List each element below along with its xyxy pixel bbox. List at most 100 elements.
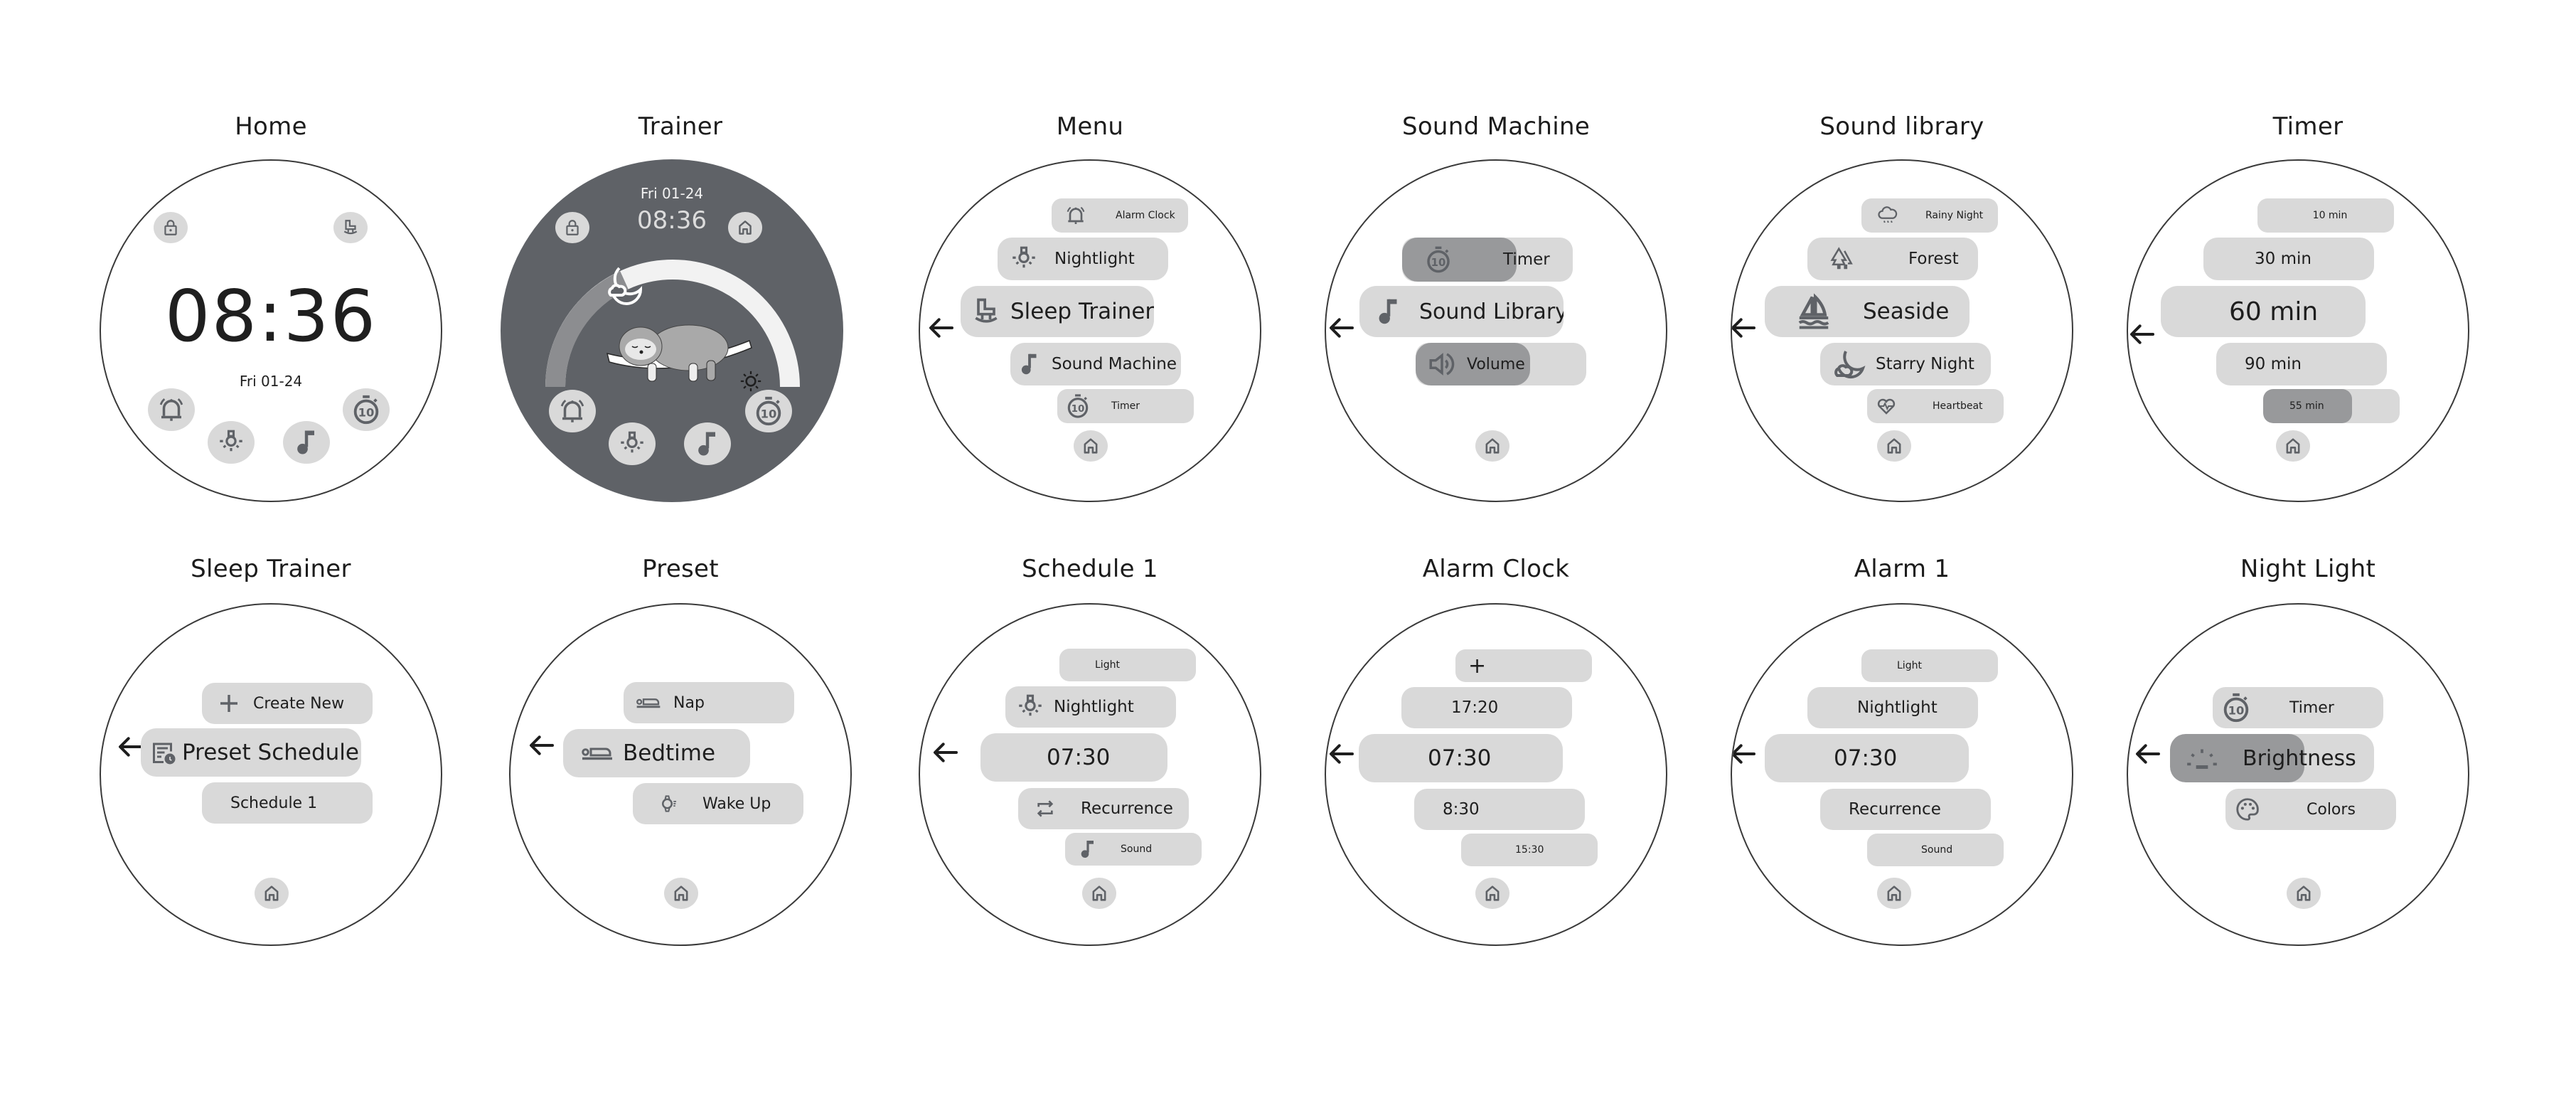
- screen-title: Night Light: [2240, 555, 2376, 583]
- schedule-sound[interactable]: Sound: [1065, 833, 1202, 866]
- nightlight-button[interactable]: [609, 422, 656, 465]
- schedule-nightlight[interactable]: Nightlight: [1005, 686, 1176, 728]
- timer-remaining-bar[interactable]: 55 min: [2263, 389, 2400, 423]
- palette-icon: [2234, 796, 2261, 823]
- home-button[interactable]: [255, 878, 289, 909]
- menu-item-sound-machine[interactable]: Sound Machine: [1010, 343, 1181, 385]
- timer-option-90[interactable]: 90 min: [2216, 343, 2387, 385]
- sound-item-heartbeat[interactable]: Heartbeat: [1867, 389, 2004, 423]
- sound-item-seaside[interactable]: Seaside: [1765, 286, 1970, 337]
- alarm-item-0730-selected[interactable]: 07:30: [1359, 734, 1563, 782]
- back-button[interactable]: [528, 731, 556, 757]
- brightness-slider[interactable]: Brightness: [2170, 734, 2374, 782]
- music-note-icon: [692, 428, 723, 459]
- nightlight-button[interactable]: [208, 421, 255, 464]
- schedule-1-button[interactable]: Schedule 1: [202, 782, 373, 824]
- alarm-time-selected[interactable]: 07:30: [1765, 734, 1969, 782]
- slider-fill: [1416, 343, 1530, 385]
- nightlight-timer[interactable]: Timer: [2213, 687, 2383, 728]
- schedule-recurrence[interactable]: Recurrence: [1018, 788, 1189, 829]
- screen-sleep-trainer: Sleep Trainer Create New Preset Schedule…: [72, 549, 470, 969]
- home-button[interactable]: [728, 212, 762, 243]
- sound-item-starry-night[interactable]: Starry Night: [1820, 343, 1991, 385]
- music-note-icon: [1372, 295, 1405, 328]
- menu-item-nightlight[interactable]: Nightlight: [998, 238, 1168, 280]
- nightlight-colors[interactable]: Colors: [2225, 789, 2396, 830]
- timer-slider[interactable]: Timer: [1402, 238, 1573, 282]
- preset-wake-up[interactable]: Wake Up: [633, 783, 803, 824]
- schedule-time-selected[interactable]: 07:30: [980, 733, 1167, 782]
- back-button[interactable]: [2128, 320, 2157, 346]
- timer-option-30[interactable]: 30 min: [2203, 238, 2374, 280]
- alarm-item-1720[interactable]: 17:20: [1401, 687, 1572, 728]
- sleep-trainer-button[interactable]: [333, 212, 368, 243]
- home-icon: [1089, 883, 1109, 903]
- back-button[interactable]: [1327, 314, 1356, 339]
- schedule-light[interactable]: Light: [1059, 649, 1196, 681]
- alarm-button[interactable]: [549, 390, 596, 432]
- sound-button[interactable]: [684, 422, 731, 465]
- back-arrow-icon: [2134, 740, 2162, 768]
- menu-item-sound-library[interactable]: Sound Library: [1359, 286, 1564, 337]
- sound-button[interactable]: [283, 421, 330, 464]
- alarm-item-1530[interactable]: 15:30: [1461, 834, 1598, 866]
- lock-button[interactable]: [154, 212, 188, 243]
- home-button[interactable]: [664, 878, 698, 909]
- sound-item-rainy-night[interactable]: Rainy Night: [1861, 198, 1998, 233]
- back-button[interactable]: [927, 314, 956, 339]
- create-new-button[interactable]: Create New: [202, 683, 373, 724]
- screen-title: Timer: [2272, 112, 2343, 141]
- back-button[interactable]: [931, 738, 960, 764]
- preset-schedule-button[interactable]: Preset Schedule: [141, 728, 361, 777]
- alarm-button[interactable]: [148, 388, 195, 431]
- home-button[interactable]: [1074, 430, 1108, 462]
- alarm-light[interactable]: Light: [1861, 649, 1998, 682]
- timer-button[interactable]: [745, 390, 792, 432]
- home-button[interactable]: [1475, 430, 1509, 462]
- screen-menu: Menu Alarm Clock Nightlight Sleep Traine…: [891, 107, 1289, 512]
- alarm-nightlight[interactable]: Nightlight: [1807, 687, 1978, 728]
- watch-icon: [658, 793, 680, 814]
- timer-option-10[interactable]: 10 min: [2257, 198, 2394, 233]
- home-button[interactable]: [1475, 878, 1509, 909]
- nightlight-icon: [216, 427, 246, 457]
- menu-item-alarm-clock[interactable]: Alarm Clock: [1052, 198, 1188, 233]
- preset-bedtime-selected[interactable]: Bedtime: [563, 729, 750, 777]
- alarm-item-0830[interactable]: 8:30: [1414, 789, 1585, 830]
- volume-slider[interactable]: Volume: [1416, 343, 1586, 385]
- back-button[interactable]: [1327, 740, 1356, 765]
- screen-timer: Timer 10 min 30 min 60 min 90 min 55 min: [2109, 107, 2507, 512]
- screen-title: Schedule 1: [1022, 555, 1158, 583]
- back-button[interactable]: [1731, 314, 1758, 339]
- home-button[interactable]: [1877, 430, 1911, 462]
- home-button[interactable]: [2276, 430, 2310, 462]
- add-alarm-button[interactable]: +: [1455, 649, 1592, 682]
- menu-item-timer[interactable]: Timer: [1057, 389, 1194, 423]
- timer-10-icon: [1064, 393, 1091, 420]
- home-icon: [2283, 436, 2303, 456]
- screen-night-light: Night Light Timer Brightness Colors: [2109, 549, 2507, 969]
- preset-nap[interactable]: Nap: [624, 682, 794, 723]
- home-icon: [1884, 436, 1904, 456]
- alarm-icon: [1064, 204, 1087, 227]
- alarm-recurrence[interactable]: Recurrence: [1820, 789, 1991, 830]
- sound-item-forest[interactable]: Forest: [1807, 238, 1978, 280]
- slider-fill: [2170, 734, 2305, 782]
- timer-button[interactable]: [343, 388, 390, 431]
- timer-option-60-selected[interactable]: 60 min: [2161, 286, 2366, 337]
- rocking-chair-icon: [971, 296, 1002, 327]
- home-button[interactable]: [2287, 878, 2321, 909]
- back-button[interactable]: [2134, 740, 2162, 765]
- back-button[interactable]: [1731, 740, 1758, 765]
- home-button[interactable]: [1877, 878, 1911, 909]
- watch-face: 10 min 30 min 60 min 90 min 55 min: [2127, 159, 2469, 502]
- bed-icon: [635, 693, 662, 713]
- alarm-sound[interactable]: Sound: [1867, 834, 2004, 866]
- lock-button[interactable]: [555, 212, 589, 243]
- home-icon: [671, 883, 691, 903]
- bed-icon: [580, 740, 614, 766]
- home-button[interactable]: [1082, 878, 1116, 909]
- plus-icon: +: [1468, 653, 1487, 679]
- rain-cloud-icon: [1877, 205, 1898, 226]
- menu-item-sleep-trainer[interactable]: Sleep Trainer: [961, 286, 1154, 337]
